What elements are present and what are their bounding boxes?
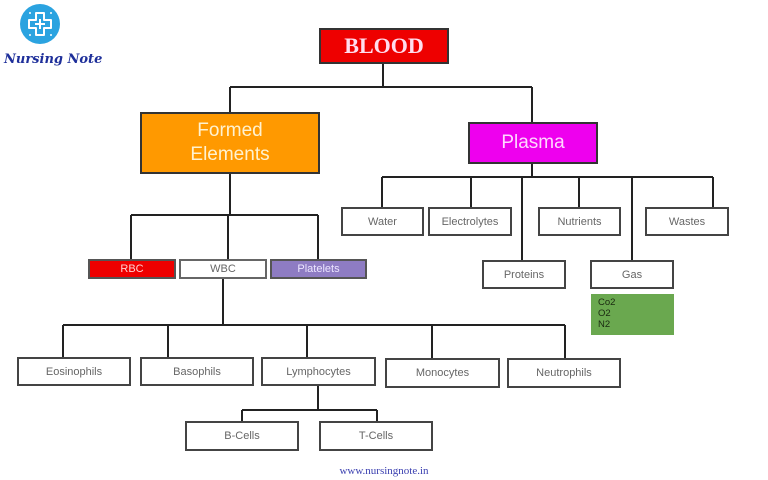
- node-monocytes: Monocytes: [385, 358, 500, 388]
- node-water: Water: [341, 207, 424, 236]
- node-wbc-label: WBC: [210, 263, 236, 275]
- connector-plasma: [381, 164, 714, 260]
- node-monocytes-label: Monocytes: [415, 367, 470, 379]
- node-plasma: Plasma: [468, 122, 598, 164]
- node-gas-label: Gas: [621, 268, 643, 281]
- node-formed-label-line1: Formed: [197, 120, 263, 141]
- node-platelets: Platelets: [270, 259, 367, 279]
- node-proteins-label: Proteins: [503, 268, 545, 281]
- logo-badge: [20, 4, 60, 44]
- node-basophils: Basophils: [140, 357, 254, 386]
- node-eosinophils-label: Eosinophils: [45, 365, 103, 378]
- connector-wbc: [62, 279, 566, 358]
- node-basophils-label: Basophils: [173, 365, 221, 378]
- node-electrolytes-label: Electrolytes: [441, 215, 499, 228]
- gas-item-n2: N2: [598, 319, 611, 330]
- node-nutrients-label: Nutrients: [557, 215, 602, 228]
- node-wastes-label: Wastes: [668, 215, 706, 228]
- gas-item-co2: Co2: [598, 297, 616, 308]
- node-formed-label-line2: Elements: [190, 144, 270, 165]
- node-rbc-label: RBC: [120, 263, 144, 275]
- node-blood: BLOOD: [319, 28, 449, 64]
- node-blood-label: BLOOD: [344, 33, 424, 58]
- node-nutrients: Nutrients: [538, 207, 621, 236]
- node-lymphocytes-label: Lymphocytes: [286, 365, 351, 378]
- node-bcells-label: B-Cells: [224, 430, 260, 442]
- node-neutrophils-label: Neutrophils: [536, 367, 592, 379]
- node-gas: Gas: [590, 260, 674, 289]
- node-water-label: Water: [368, 215, 397, 228]
- node-bcells: B-Cells: [185, 421, 299, 451]
- node-proteins: Proteins: [482, 260, 566, 289]
- node-electrolytes: Electrolytes: [428, 207, 512, 236]
- node-tcells-label: T-Cells: [358, 430, 394, 442]
- logo-text: Nursing Note: [4, 52, 103, 67]
- node-neutrophils: Neutrophils: [507, 358, 621, 388]
- gas-components-box: Co2 O2 N2: [591, 294, 674, 335]
- medical-cross-icon: [28, 12, 52, 36]
- connector-formed: [130, 174, 319, 260]
- node-lymphocytes: Lymphocytes: [261, 357, 376, 386]
- node-formed-elements: Formed Elements: [140, 112, 320, 174]
- node-platelets-label: Platelets: [297, 263, 340, 275]
- node-rbc: RBC: [88, 259, 176, 279]
- node-wbc: WBC: [179, 259, 267, 279]
- node-tcells: T-Cells: [319, 421, 433, 451]
- connector-lymph: [241, 386, 378, 423]
- footer-url[interactable]: www.nursingnote.in: [339, 465, 429, 477]
- gas-item-o2: O2: [598, 308, 611, 319]
- node-wastes: Wastes: [645, 207, 729, 236]
- node-eosinophils: Eosinophils: [17, 357, 131, 386]
- connector-blood: [229, 63, 533, 122]
- node-plasma-label: Plasma: [501, 132, 565, 153]
